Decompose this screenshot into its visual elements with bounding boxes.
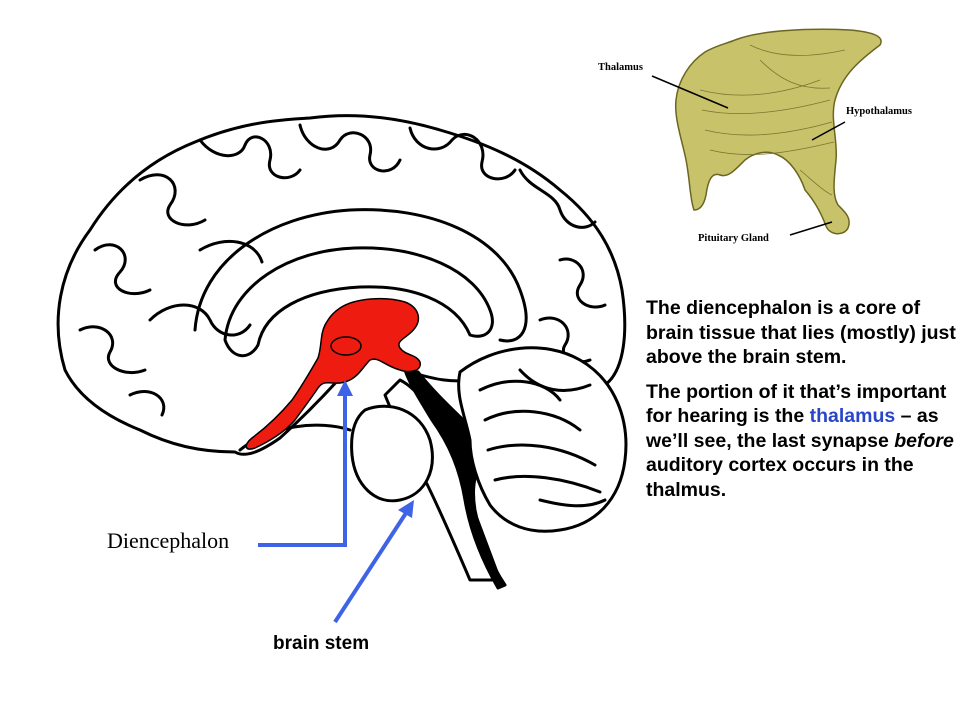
gyrus-fold (138, 173, 207, 227)
gyrus-fold (198, 135, 302, 180)
striation-line (704, 121, 833, 136)
striation-line (759, 59, 831, 89)
cerebellum-outline (457, 346, 628, 533)
thalamus-inset-shape (674, 28, 882, 235)
pituitary-inset-label: Pituitary Gland (698, 233, 769, 244)
cerebellum-folia (518, 368, 592, 392)
brain-sagittal-drawing (56, 114, 628, 590)
brain-stem-label: brain stem (273, 633, 370, 654)
pons-outline (350, 404, 434, 503)
before-emphasis: before (894, 429, 954, 452)
diencephalon-pointer-line (258, 392, 347, 547)
description-paragraph-2: The portion of it that’s important for h… (646, 380, 956, 503)
cerebellum-folia (478, 379, 562, 402)
para2-text-before: The portion of it that’s important for h… (646, 380, 947, 428)
gyrus-fold (558, 257, 607, 309)
striation-line (749, 44, 846, 56)
gyrus-fold (518, 168, 597, 229)
gyrus-fold (128, 390, 166, 417)
striation-line (709, 141, 835, 155)
gyrus-fold (198, 239, 264, 264)
thalamus-inset-striations (699, 44, 846, 196)
gyrus-fold (148, 303, 252, 337)
massa-intermedia (330, 336, 362, 356)
gyrus-fold (298, 123, 402, 173)
para2-text-after: auditory cortex occurs in the thalmus. (646, 454, 914, 501)
gyrus-fold (78, 325, 147, 375)
diencephalon-label: Diencephalon (107, 528, 230, 553)
diencephalon-region (245, 297, 421, 450)
cerebellum-folia (486, 443, 597, 467)
cerebellum-folia (493, 474, 602, 494)
striation-line (799, 169, 833, 196)
gyrus-fold (408, 126, 517, 181)
gyrus-fold (93, 243, 152, 296)
cerebellum-folia (483, 409, 582, 432)
thalamus-highlight: thalamus (809, 405, 896, 427)
corpus-callosum (223, 246, 494, 358)
diencephalon-arrowhead (337, 380, 353, 396)
brain-stem-pointer (333, 500, 414, 624)
thalamus-leader (651, 75, 729, 109)
cingulate-gyrus (193, 208, 528, 343)
description-text: The diencephalon is a core of brain tiss… (646, 296, 956, 512)
para2-text-middle: – as we’ll see, the last synapse (646, 405, 939, 452)
pituitary-leader (789, 221, 833, 236)
thalamus-inset-label: Thalamus (598, 62, 643, 73)
brain-stem-arrowhead (398, 500, 414, 518)
striation-line (701, 99, 831, 115)
diencephalon-pointer (258, 380, 353, 547)
striation-line (699, 79, 821, 96)
brain-stem-pointer-line (333, 508, 410, 624)
description-paragraph-1: The diencephalon is a core of brain tiss… (646, 297, 956, 368)
cerebellum-folia (538, 498, 607, 508)
hypothalamus-leader (811, 121, 846, 141)
thalamus-inset: Thalamus Hypothalamus Pituitary Gland (598, 28, 912, 244)
hypothalamus-inset-label: Hypothalamus (846, 106, 912, 117)
